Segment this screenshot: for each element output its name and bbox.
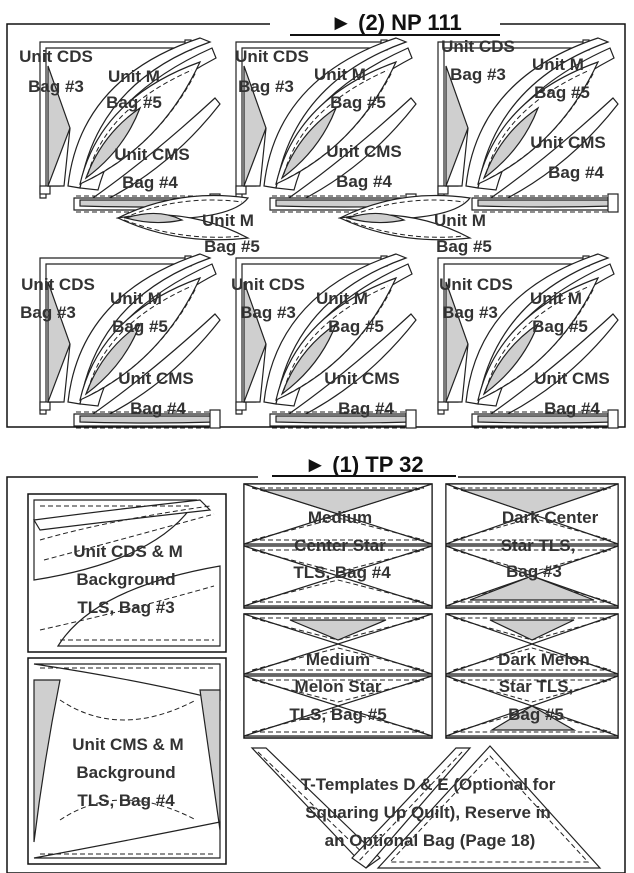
label-bag: Bag #5	[436, 237, 492, 256]
label-unit-m: Unit M	[202, 211, 254, 230]
dark-center-star-template: Dark Center Star TLS, Bag #3	[445, 483, 619, 609]
label-line: Bag #5	[508, 705, 564, 724]
label-unit-cds: Unit CDS	[21, 275, 95, 294]
label-unit-cds: Unit CDS	[231, 275, 305, 294]
melon-2: Unit M Bag #5	[339, 194, 492, 256]
medium-melon-star-template: Medium Melon Star TLS, Bag #5	[243, 613, 433, 739]
label-unit-cms: Unit CMS	[534, 369, 610, 388]
label-line: TLS, Bag #3	[77, 598, 174, 617]
label-line: Background	[76, 570, 175, 589]
label-line: Center Star	[294, 536, 386, 555]
label-unit-m: Unit M	[108, 67, 160, 86]
label-line: an Optional Bag (Page 18)	[325, 831, 536, 850]
label-line: Bag #3	[506, 562, 562, 581]
label-bag: Bag #3	[450, 65, 506, 84]
tp32-title: ► (1) TP 32	[304, 452, 423, 477]
label-line: Dark Melon	[498, 650, 590, 669]
label-bag: Bag #3	[20, 303, 76, 322]
label-line: Melon Star	[295, 677, 382, 696]
label-bag: Bag #4	[548, 163, 604, 182]
label-unit-cms: Unit CMS	[118, 369, 194, 388]
label-line: Star TLS,	[499, 677, 574, 696]
label-unit-cms: Unit CMS	[114, 145, 190, 164]
label-unit-cds: Unit CDS	[439, 275, 513, 294]
label-line: Medium	[306, 650, 370, 669]
np-block-4: Unit CDS Bag #3 Unit M Bag #5 Unit CMS B…	[20, 253, 221, 429]
label-line: TLS, Bag #5	[289, 705, 386, 724]
np-block-2: Unit CDS Bag #3 Unit M Bag #5 Unit CMS B…	[235, 37, 417, 213]
cms-m-background-template: Unit CMS & M Background TLS, Bag #4	[27, 657, 227, 865]
label-unit-cms: Unit CMS	[324, 369, 400, 388]
label-unit-cds: Unit CDS	[19, 47, 93, 66]
label-bag: Bag #5	[330, 93, 386, 112]
label-bag: Bag #5	[106, 93, 162, 112]
label-line: Star TLS,	[501, 536, 576, 555]
np-block-3: Unit CDS Bag #3 Unit M Bag #5 Unit CMS B…	[437, 37, 619, 213]
label-bag: Bag #5	[532, 317, 588, 336]
label-unit-cms: Unit CMS	[326, 142, 402, 161]
label-line: TLS, Bag #4	[293, 563, 391, 582]
label-bag: Bag #3	[240, 303, 296, 322]
label-line: Background	[76, 763, 175, 782]
dark-melon-star-template: Dark Melon Star TLS, Bag #5	[445, 613, 619, 739]
label-unit-m: Unit M	[532, 55, 584, 74]
label-bag: Bag #3	[238, 77, 294, 96]
label-line: Unit CMS & M	[72, 735, 183, 754]
label-unit-cds: Unit CDS	[235, 47, 309, 66]
label-unit-m: Unit M	[530, 289, 582, 308]
np-block-1: Unit CDS Bag #3 Unit M Bag #5 Unit CMS B…	[19, 37, 221, 213]
label-bag: Bag #5	[112, 317, 168, 336]
label-bag: Bag #5	[328, 317, 384, 336]
np111-title: ► (2) NP 111	[330, 10, 461, 35]
label-line: Medium	[308, 508, 372, 527]
label-unit-cms: Unit CMS	[530, 133, 606, 152]
label-line: Squaring Up Quilt), Reserve in	[305, 803, 551, 822]
medium-center-star-template: Medium Center Star TLS, Bag #4	[243, 483, 433, 609]
label-unit-m: Unit M	[434, 211, 486, 230]
label-bag: Bag #3	[28, 77, 84, 96]
label-unit-cds: Unit CDS	[441, 37, 515, 56]
label-bag: Bag #4	[336, 172, 392, 191]
label-line: TLS, Bag #4	[77, 791, 175, 810]
t-templates-d-e: T-Templates D & E (Optional for Squaring…	[250, 745, 602, 869]
label-unit-m: Unit M	[110, 289, 162, 308]
np-block-5: Unit CDS Bag #3 Unit M Bag #5 Unit CMS B…	[231, 253, 417, 429]
melon-1: Unit M Bag #5	[117, 194, 260, 256]
label-line: Dark Center	[502, 508, 599, 527]
label-bag: Bag #3	[442, 303, 498, 322]
np-block-6: Unit CDS Bag #3 Unit M Bag #5 Unit CMS B…	[437, 253, 619, 429]
label-line: T-Templates D & E (Optional for	[301, 775, 556, 794]
label-line: Unit CDS & M	[73, 542, 183, 561]
label-bag: Bag #4	[338, 399, 394, 418]
label-bag: Bag #4	[122, 173, 178, 192]
label-bag: Bag #5	[534, 83, 590, 102]
label-bag: Bag #5	[204, 237, 260, 256]
label-bag: Bag #4	[544, 399, 600, 418]
label-bag: Bag #4	[130, 399, 186, 418]
label-unit-m: Unit M	[316, 289, 368, 308]
cds-m-background-template: Unit CDS & M Background TLS, Bag #3	[27, 493, 227, 653]
label-unit-m: Unit M	[314, 65, 366, 84]
